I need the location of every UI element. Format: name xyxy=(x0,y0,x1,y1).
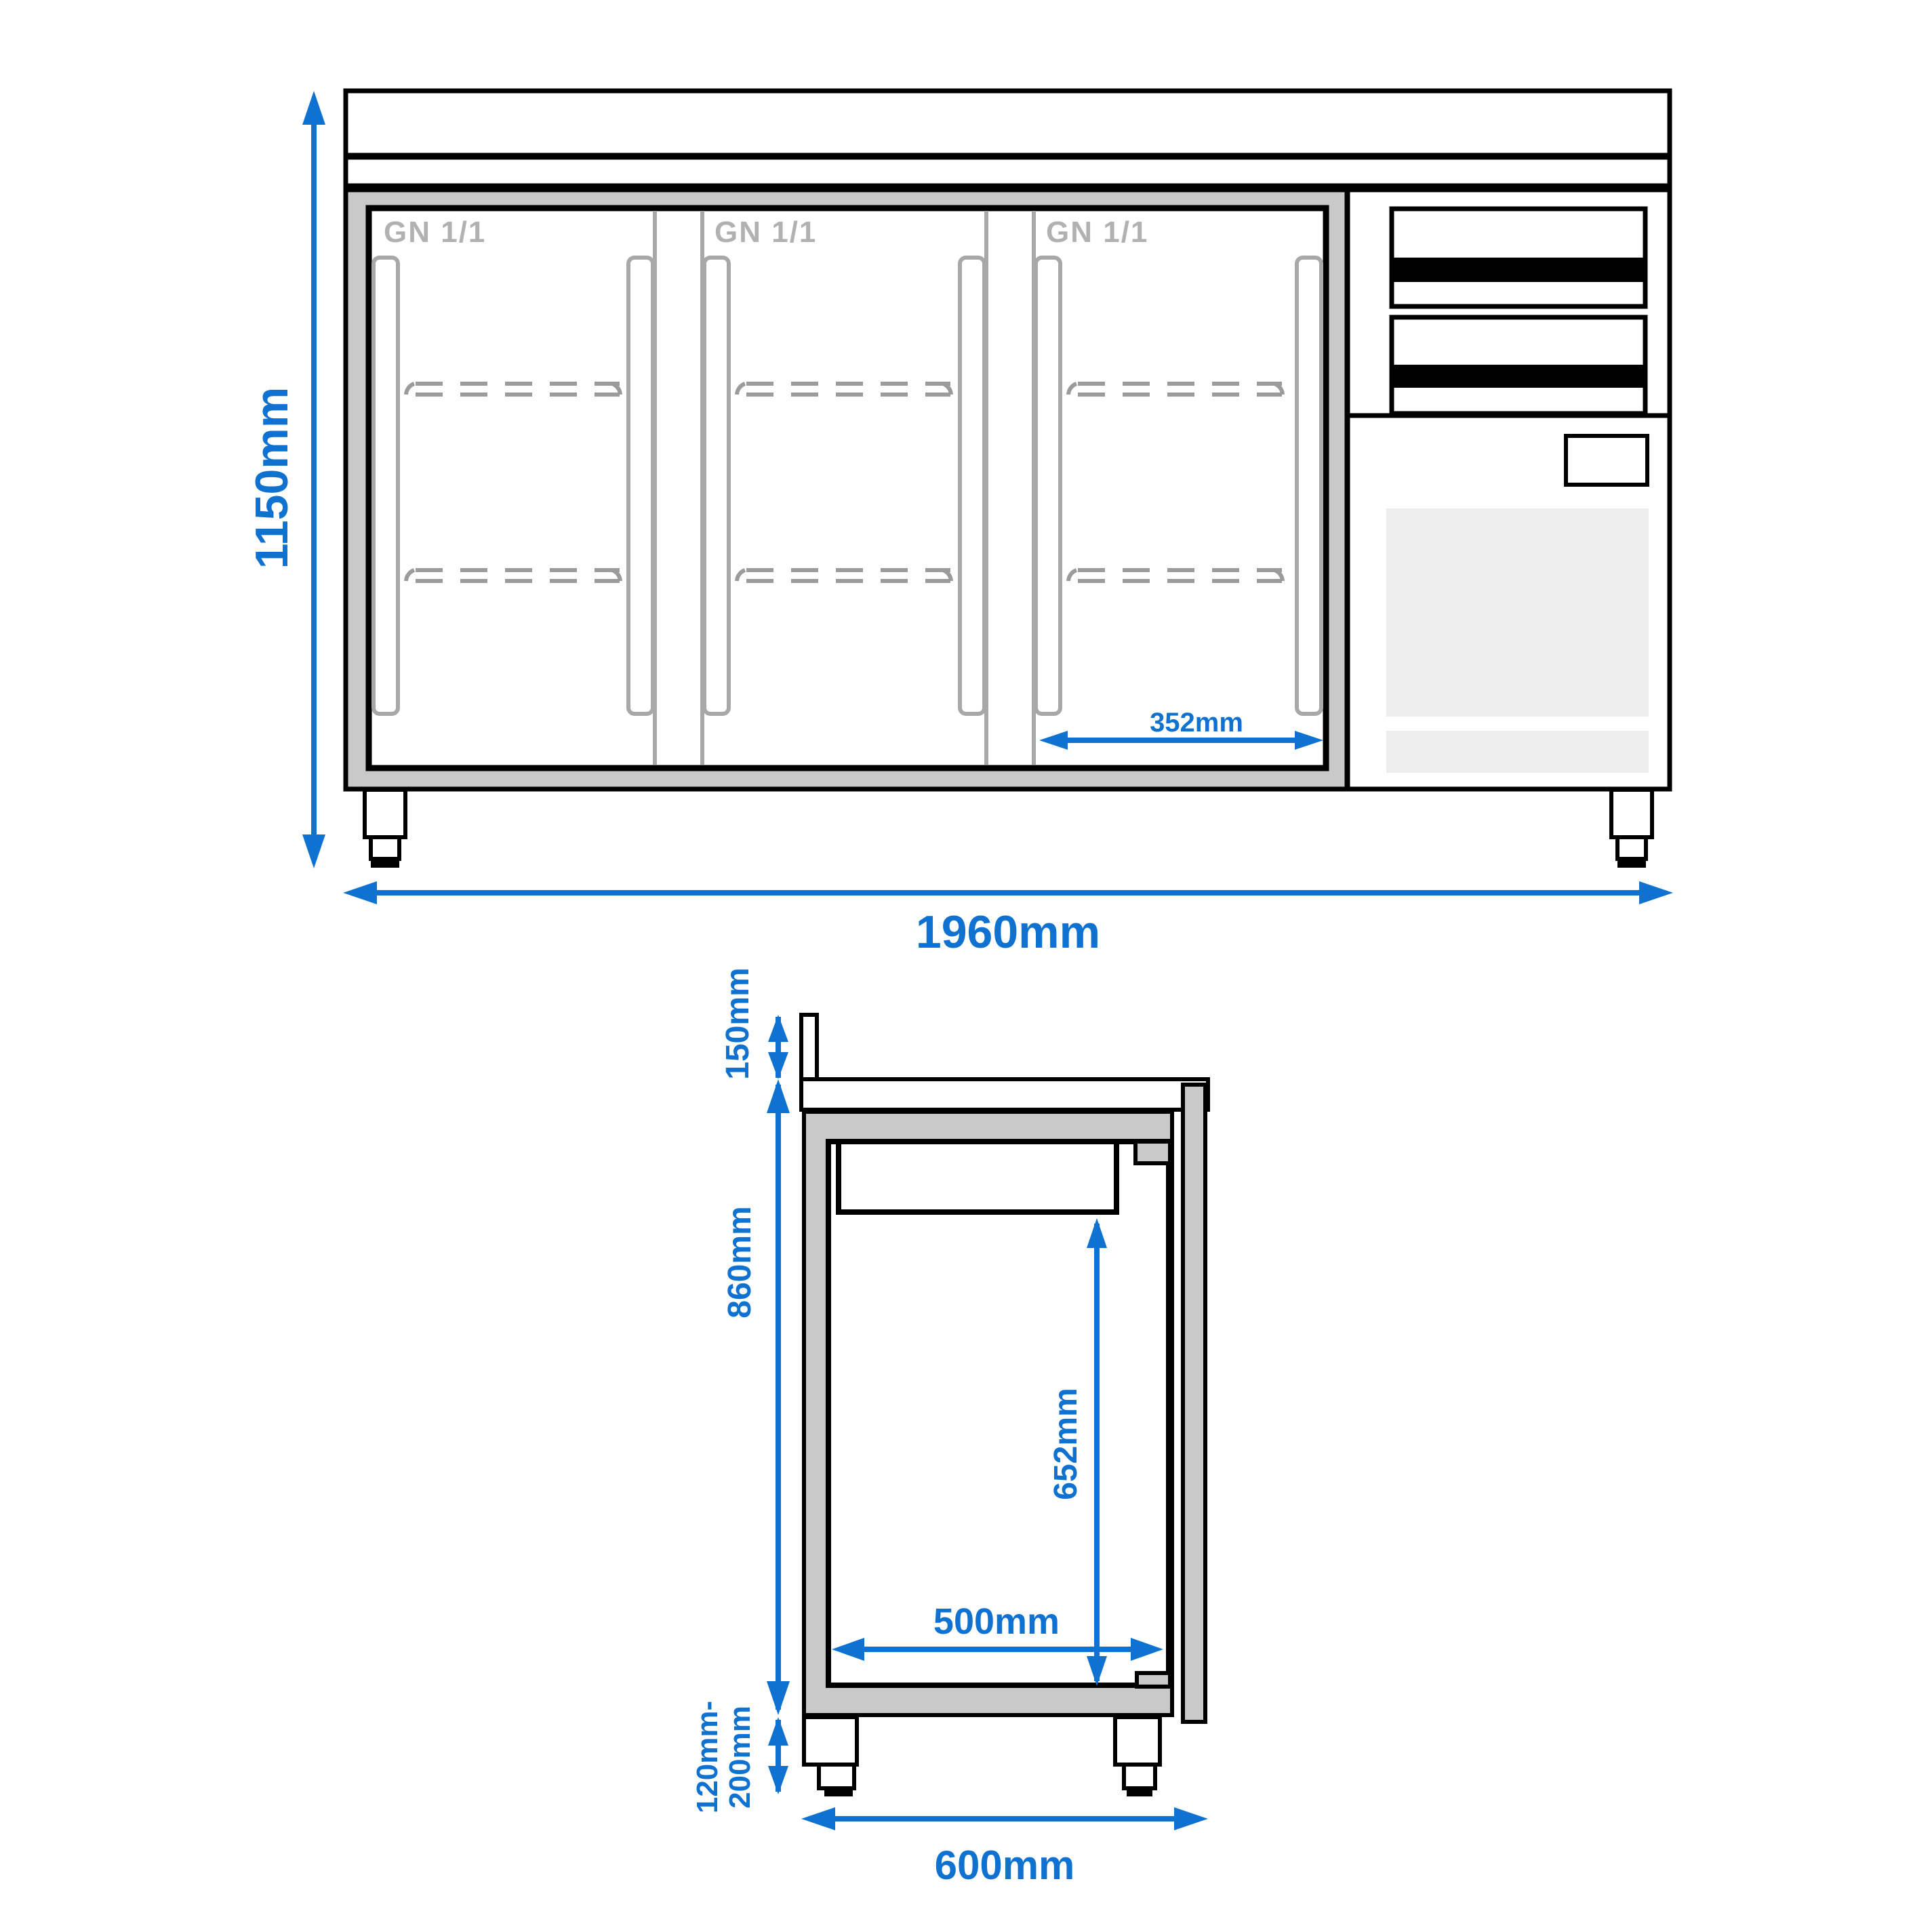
shelf-dashed-line xyxy=(735,382,953,583)
arrowhead-right-icon xyxy=(1639,881,1673,904)
worktop-front xyxy=(343,88,1672,158)
dimension-backsplash-height: 150mm xyxy=(720,967,788,1080)
leg-height-label-line1: 120mm- xyxy=(691,1701,724,1813)
worktop-side xyxy=(799,1077,1210,1112)
dimension-overall-depth: 600mm xyxy=(801,1807,1208,1888)
arrowhead-up-icon xyxy=(302,91,325,125)
vent-slot xyxy=(1392,365,1645,388)
backsplash xyxy=(799,1013,819,1082)
floor-step xyxy=(1135,1671,1172,1689)
worktop-edge-band xyxy=(343,155,1672,188)
door-handle xyxy=(1295,256,1323,716)
arrowhead-right-icon xyxy=(1174,1807,1208,1830)
door-handle xyxy=(702,256,731,716)
overall-height-label: 1150mm xyxy=(246,387,298,569)
shelf-dashed-line xyxy=(404,382,622,583)
glass-door-2: GN 1/1 xyxy=(702,216,986,716)
vent-slot xyxy=(1392,258,1645,282)
dimension-overall-width: 1960mm xyxy=(343,881,1673,958)
dimension-overall-height: 1150mm xyxy=(246,91,325,868)
vent-grille-upper xyxy=(1389,206,1648,309)
overall-width-label: 1960mm xyxy=(916,906,1100,958)
dimension-leg-height: 120mm- 200mm xyxy=(691,1701,788,1813)
arrowhead-down-icon xyxy=(768,1052,788,1079)
door-handle xyxy=(371,256,400,716)
door-opening xyxy=(365,205,1329,771)
door-width-label: 352mm xyxy=(1150,708,1243,738)
arrowhead-left-icon xyxy=(801,1807,835,1830)
leg-foot xyxy=(371,859,399,868)
evaporator-housing xyxy=(836,1139,1119,1215)
arrowhead-left-icon xyxy=(343,881,377,904)
arrowhead-up-icon xyxy=(768,1717,788,1746)
cabinet-interior xyxy=(826,1139,1171,1688)
arrowhead-down-icon xyxy=(1087,1656,1107,1686)
dimension-interior-width: 500mm xyxy=(832,1601,1163,1661)
arrowhead-up-icon xyxy=(767,1079,790,1113)
backsplash-height-label: 150mm xyxy=(720,967,756,1079)
leg-foot xyxy=(824,1788,853,1796)
leg-front-left xyxy=(363,788,407,868)
leg-height-label-line2: 200mm xyxy=(723,1706,757,1809)
arrowhead-left-icon xyxy=(832,1638,864,1661)
door-handle xyxy=(958,256,986,716)
leg-front-right xyxy=(1609,788,1654,868)
arrowhead-up-icon xyxy=(768,1015,788,1042)
compressor-kick-panel xyxy=(1386,731,1649,773)
leg-foot xyxy=(1617,859,1646,868)
body-height-label: 860mm xyxy=(722,1206,758,1318)
front-view: GN 1/1 GN 1/1 xyxy=(246,88,1673,958)
compressor-front-panel xyxy=(1386,508,1649,717)
glass-door-1: GN 1/1 xyxy=(371,216,655,716)
leg-side-back xyxy=(1113,1715,1162,1796)
temperature-controller-display xyxy=(1564,434,1649,487)
top-wall-step xyxy=(1133,1140,1172,1165)
dimension-body-height: 860mm xyxy=(722,1079,790,1715)
interior-height-label: 652mm xyxy=(1048,1388,1084,1500)
leg-foot xyxy=(1127,1788,1152,1796)
door-3-label: GN 1/1 xyxy=(1046,216,1148,249)
shelf-dashed-line xyxy=(1066,382,1285,583)
dimension-door-width: 352mm xyxy=(1039,708,1323,750)
door-handle xyxy=(1034,256,1062,716)
door-side-profile xyxy=(1181,1083,1207,1724)
door-handle xyxy=(626,256,655,716)
overall-depth-label: 600mm xyxy=(935,1843,1075,1888)
door-2-label: GN 1/1 xyxy=(715,216,817,249)
dimension-interior-height: 652mm xyxy=(1048,1218,1107,1686)
glass-door-3: GN 1/1 xyxy=(1034,216,1323,716)
arrowhead-left-icon xyxy=(1039,731,1068,750)
arrowhead-right-icon xyxy=(1131,1638,1163,1661)
arrowhead-up-icon xyxy=(1087,1218,1107,1248)
vent-grille-lower xyxy=(1389,315,1648,416)
door-1-label: GN 1/1 xyxy=(384,216,486,249)
arrowhead-down-icon xyxy=(768,1766,788,1794)
arrowhead-right-icon xyxy=(1295,731,1323,750)
side-view: 150mm 860mm 120mm- 200mm 652mm xyxy=(691,967,1210,1888)
arrowhead-down-icon xyxy=(302,834,325,868)
interior-width-label: 500mm xyxy=(933,1601,1060,1642)
leg-side-front xyxy=(802,1715,859,1796)
arrowhead-down-icon xyxy=(767,1681,790,1715)
